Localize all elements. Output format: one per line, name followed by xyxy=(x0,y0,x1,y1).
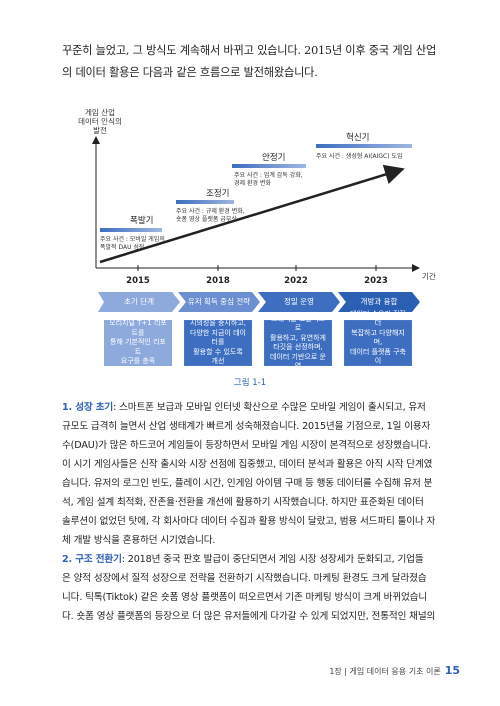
year-label: 2023 xyxy=(364,276,388,286)
paragraph-line: 석, 게임 설계 최적화, 잔존율·전환율 개선에 활용하기 시작했습니다. 하… xyxy=(62,497,424,508)
body-text: 1. 성장 초기: 스마트폰 보급과 모바일 인터넷 확산으로 수많은 모바일 … xyxy=(62,398,448,626)
paragraph-line: 습니다. 유저의 로그인 빈도, 플레이 시간, 인게임 아이템 구매 등 행동… xyxy=(62,478,433,489)
section-heading: 1. 성장 초기 xyxy=(62,402,114,413)
chevron-2 xyxy=(178,292,260,312)
intro-paragraph: 꾸준히 늘었고, 그 방식도 계속해서 바뀌고 있습니다. 2015년 이후 중… xyxy=(62,40,442,84)
phase-bar-3 xyxy=(232,164,306,168)
trend-line xyxy=(99,164,405,264)
stage-label: 개방과 융합 xyxy=(360,297,398,306)
phase-note-4: 주요 사건 : 생성형 AI(AIGC) 도입 xyxy=(316,153,403,160)
paragraph-line: 1. 성장 초기: 스마트폰 보급과 모바일 인터넷 확산으로 수많은 모바일 … xyxy=(62,402,426,413)
stage-label: 유저 획득 중심 전략 xyxy=(187,297,251,306)
stage-label: 정밀 운영 xyxy=(284,297,314,306)
x-axis-label: 기간 xyxy=(422,272,436,281)
page-number: 15 xyxy=(444,664,460,677)
paragraph-line: 솔루션이 없었던 탓에, 각 회사마다 데이터 수집과 활용 방식이 달랐고, … xyxy=(62,516,436,527)
paragraph-line: 이 시기 게임사들은 신작 출시와 시장 선점에 집중했고, 데이터 분석과 활… xyxy=(62,459,433,470)
figure-caption: 그림 1-1 xyxy=(233,378,267,388)
chevron-1 xyxy=(98,292,180,312)
chevron-4 xyxy=(338,292,420,312)
section-heading: 2. 구조 전환기 xyxy=(62,554,122,565)
intro-line: 의 데이터 활용은 다음과 같은 흐름으로 발전해왔습니다. xyxy=(62,66,318,79)
phase-title-4: 혁신기 xyxy=(346,133,370,143)
paragraph-line: 니다. 틱톡(Tiktok) 같은 숏폼 영상 플랫폼이 떠오르면서 기존 마케… xyxy=(62,592,428,603)
paragraph-line: 수(DAU)가 많은 하드코어 게임들이 등장하면서 모바일 게임 시장이 본격… xyxy=(62,440,431,451)
phase-note-2: 주요 사건 : 규제 환경 변화,숏폼 영상 플랫폼 급부상 xyxy=(176,208,245,223)
paragraph-line: 체 개발 방식을 혼용하던 시기였습니다. xyxy=(62,535,216,546)
y-axis-label: 게임 산업 데이터 인식의 발전 xyxy=(78,108,122,135)
phase-title-2: 조정기 xyxy=(206,189,230,199)
stage-label: 초기 단계 xyxy=(124,297,154,306)
intro-line: 꾸준히 늘었고, 그 방식도 계속해서 바뀌고 있습니다. 2015년 이후 중… xyxy=(62,44,437,57)
chevron-3 xyxy=(258,292,340,312)
year-label: 2015 xyxy=(126,276,150,286)
paragraph-line: 규모도 급격히 늘면서 산업 생태계가 빠르게 성숙해졌습니다. 2015년을 … xyxy=(62,421,431,432)
paragraph-line: 2. 구조 전환기: 2018년 중국 판호 발급이 중단되면서 게임 시장 성… xyxy=(62,554,424,565)
phase-note-3: 주요 사건 : 업계 감독 강화,경제 환경 변화 xyxy=(234,172,303,187)
phase-bar-1 xyxy=(100,228,162,232)
phase-title-1: 폭발기 xyxy=(130,216,154,226)
year-label: 2018 xyxy=(206,276,230,286)
phase-title-3: 안정기 xyxy=(262,153,286,163)
paragraph-line: 다. 숏폼 영상 플랫폼의 등장으로 더 많은 유저들에게 다가갈 수 있게 되… xyxy=(62,611,436,622)
chapter-label: 1장 | 게임 데이터 응용 기초 이론 xyxy=(329,667,441,676)
figure-graphics xyxy=(92,136,420,312)
paragraph-line: 은 양적 성장에서 질적 성장으로 전략을 전환하기 시작했습니다. 마케팅 환… xyxy=(62,573,427,584)
year-label: 2022 xyxy=(284,276,308,286)
phase-bar-4 xyxy=(316,144,412,148)
phase-bar-2 xyxy=(176,200,234,204)
